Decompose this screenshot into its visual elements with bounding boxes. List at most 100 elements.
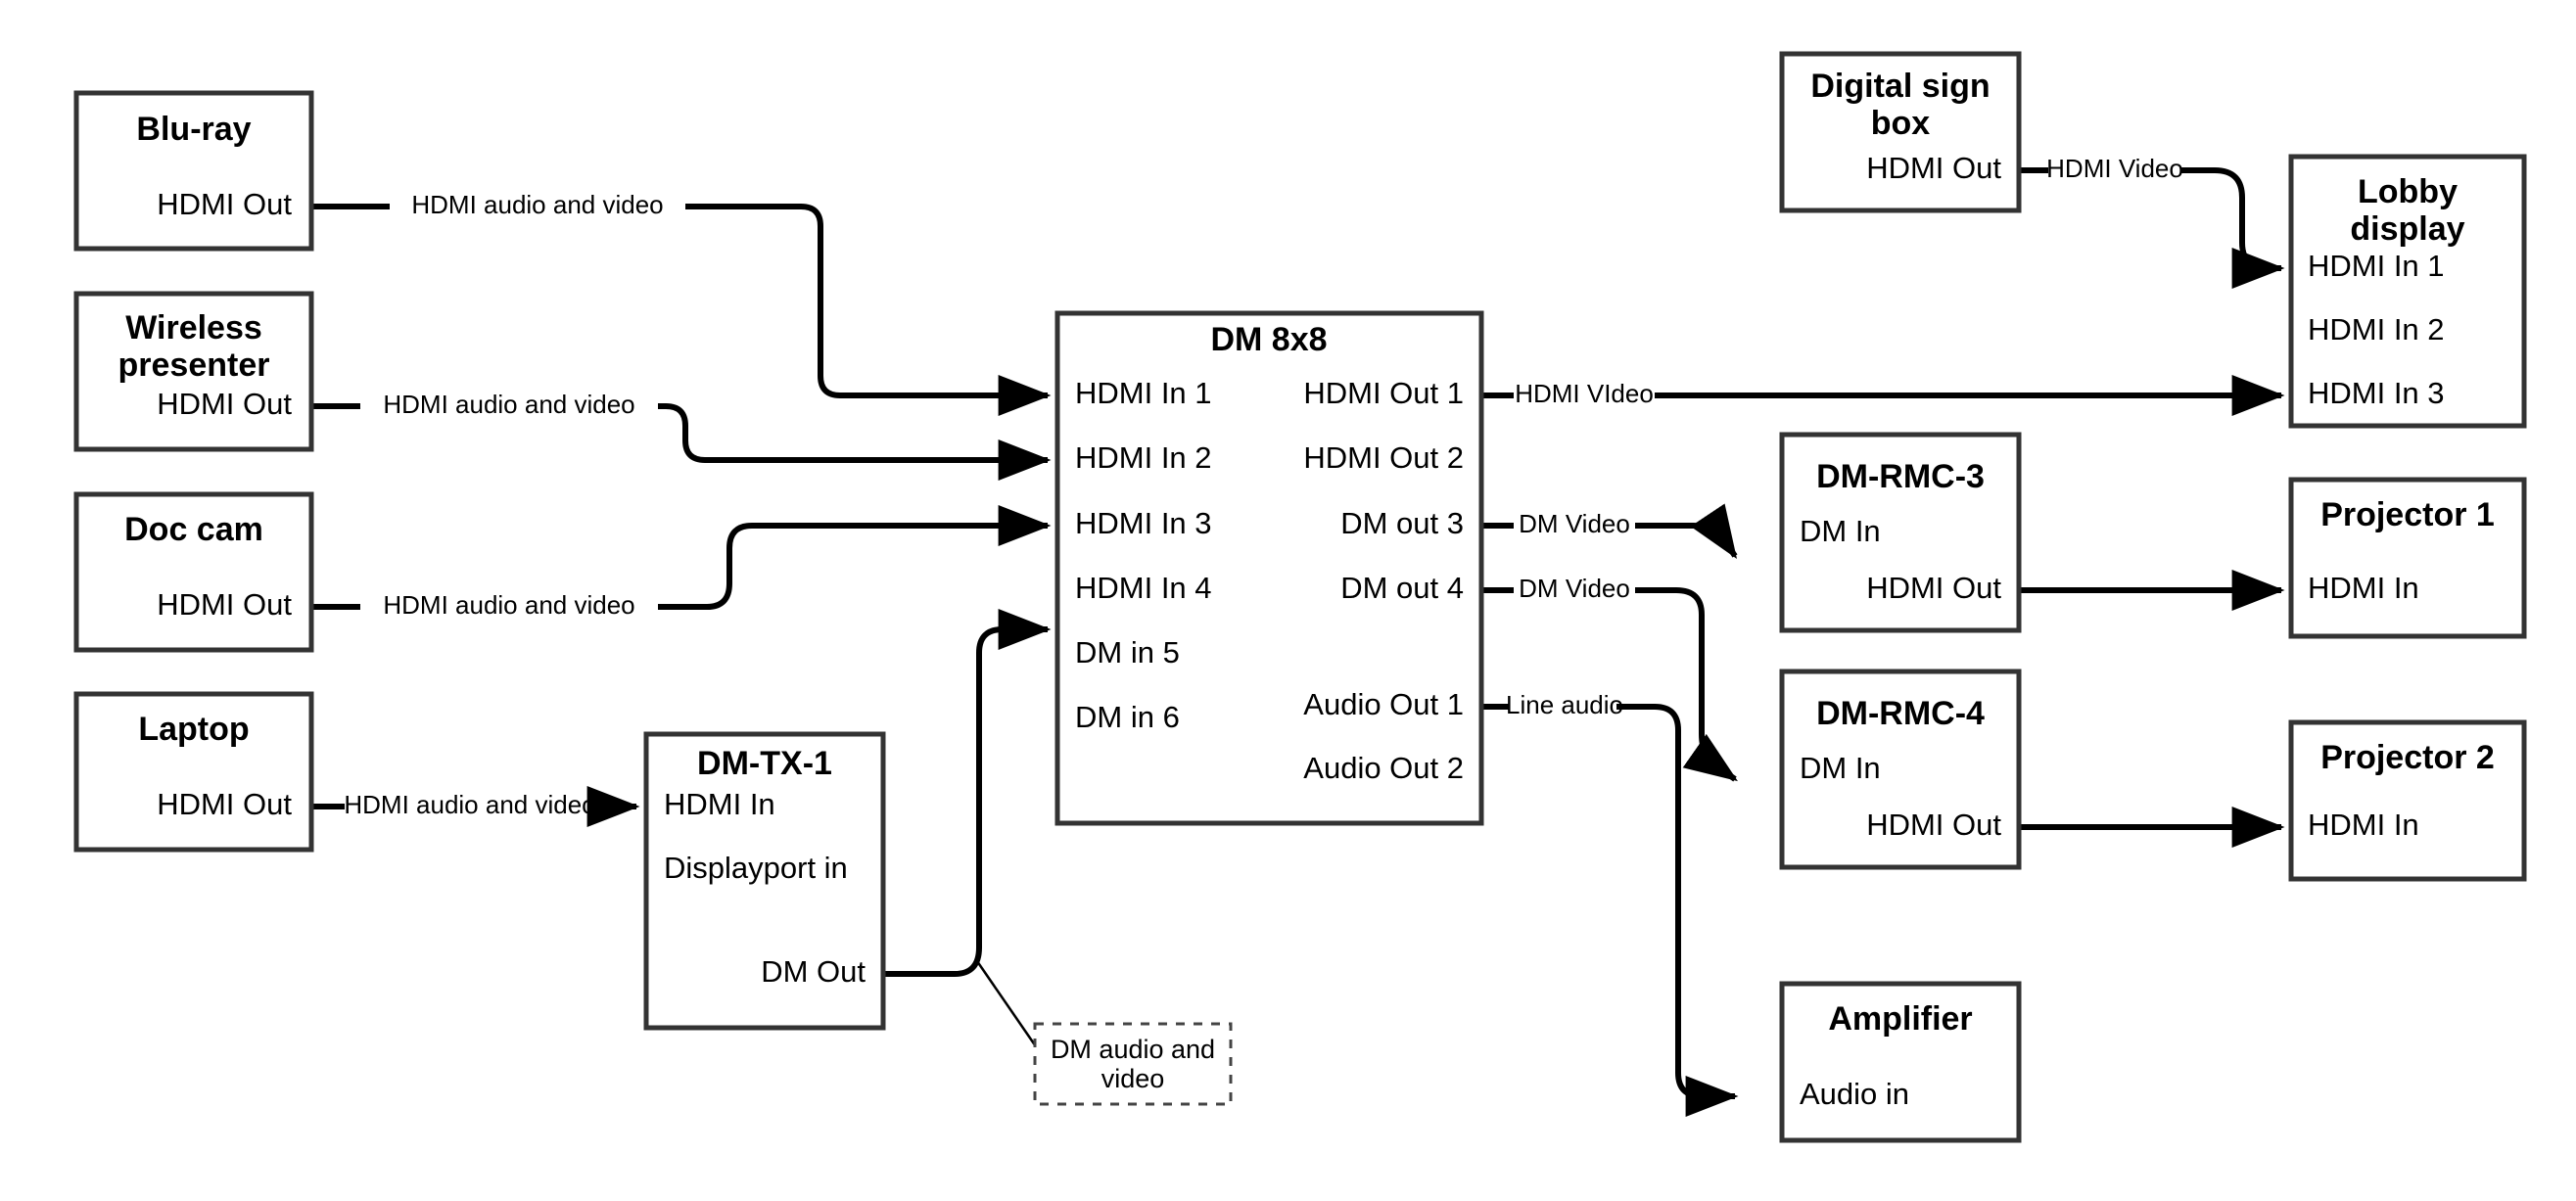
- device-projector-2[interactable]: Projector 2 HDMI In: [2288, 719, 2527, 882]
- port-dm-in-5[interactable]: DM in 5: [1075, 635, 1180, 670]
- device-box[interactable]: [73, 291, 314, 452]
- device-title-line1: Wireless: [125, 309, 262, 346]
- port-hdmi-out[interactable]: HDMI Out: [1866, 571, 2001, 605]
- connection-dmtx1-to-dm-in5: [883, 609, 1052, 1053]
- wire-segment: [1635, 587, 1738, 782]
- device-box[interactable]: [2288, 154, 2527, 429]
- port-hdmi-in-1[interactable]: HDMI In 1: [1075, 376, 1212, 410]
- device-title: Projector 1: [2320, 496, 2495, 533]
- device-projector-1[interactable]: Projector 1 HDMI In: [2288, 477, 2527, 639]
- connection-label-doccam: HDMI audio and video: [383, 590, 634, 620]
- port-hdmi-in[interactable]: HDMI In: [2308, 571, 2419, 605]
- device-title: Doc cam: [124, 511, 263, 548]
- device-box[interactable]: [73, 691, 314, 853]
- port-hdmi-in-2[interactable]: HDMI In 2: [1075, 440, 1212, 475]
- port-displayport-in[interactable]: Displayport in: [664, 851, 848, 885]
- connection-wireless-to-dm-in2: HDMI audio and video: [311, 390, 1052, 481]
- connection-dm-out3-to-rmc3: DM Video: [1481, 503, 1738, 559]
- connection-label-dm-video-4: DM Video: [1519, 574, 1630, 603]
- device-dm-rmc-3[interactable]: DM-RMC-3 DM In HDMI Out: [1779, 432, 2022, 633]
- wire-segment: [1616, 704, 1739, 1117]
- wire-segment: [685, 204, 1052, 416]
- device-wireless-presenter[interactable]: Wireless presenter HDMI Out: [73, 291, 314, 452]
- device-box[interactable]: [1779, 669, 2022, 870]
- device-title: Projector 2: [2320, 739, 2495, 776]
- port-hdmi-out[interactable]: HDMI Out: [157, 787, 292, 821]
- note-label-line2: video: [1101, 1064, 1165, 1093]
- device-doc-cam[interactable]: Doc cam HDMI Out: [73, 491, 314, 653]
- connection-label-hdmi-video-out1: HDMI VIdeo: [1515, 379, 1654, 408]
- connection-bluray-to-dm-in1: HDMI audio and video: [311, 190, 1052, 416]
- wire-segment: [658, 403, 1052, 481]
- port-hdmi-out-1[interactable]: HDMI Out 1: [1303, 376, 1464, 410]
- port-hdmi-in-1[interactable]: HDMI In 1: [2308, 249, 2445, 283]
- connection-label-line-audio: Line audio: [1506, 690, 1623, 719]
- port-hdmi-out-2[interactable]: HDMI Out 2: [1303, 440, 1464, 475]
- connection-label-wireless: HDMI audio and video: [383, 390, 634, 419]
- port-audio-out-2[interactable]: Audio Out 2: [1303, 751, 1464, 785]
- connection-dm-out4-to-rmc4: DM Video: [1481, 574, 1738, 782]
- wire-segment: [1635, 503, 1738, 559]
- device-dm-tx-1[interactable]: DM-TX-1 HDMI In Displayport in DM Out: [643, 731, 886, 1031]
- device-dm-8x8[interactable]: DM 8x8 HDMI In 1 HDMI In 2 HDMI In 3 HDM…: [1054, 310, 1484, 826]
- note-box: [1033, 1022, 1233, 1106]
- device-dm-rmc-4[interactable]: DM-RMC-4 DM In HDMI Out: [1779, 669, 2022, 870]
- device-box[interactable]: [1779, 432, 2022, 633]
- device-title: Amplifier: [1828, 1000, 1972, 1038]
- device-title: DM-RMC-4: [1816, 695, 1985, 732]
- port-dm-out[interactable]: DM Out: [761, 954, 866, 989]
- device-box[interactable]: [2288, 719, 2527, 882]
- port-hdmi-in[interactable]: HDMI In: [664, 787, 775, 821]
- note-leader-line: [975, 960, 1042, 1053]
- device-bluray[interactable]: Blu-ray HDMI Out: [73, 90, 314, 252]
- port-hdmi-in-2[interactable]: HDMI In 2: [2308, 312, 2445, 346]
- device-title: Blu-ray: [136, 111, 251, 148]
- port-hdmi-in[interactable]: HDMI In: [2308, 808, 2419, 842]
- connection-label-hdmi-video-sign: HDMI Video: [2046, 154, 2183, 183]
- device-title-line2: display: [2350, 210, 2464, 248]
- port-dm-out-3[interactable]: DM out 3: [1340, 506, 1464, 540]
- device-box[interactable]: [2288, 477, 2527, 639]
- port-dm-out-4[interactable]: DM out 4: [1340, 571, 1464, 605]
- port-hdmi-out[interactable]: HDMI Out: [157, 387, 292, 421]
- device-digital-sign-box[interactable]: Digital sign box HDMI Out: [1779, 51, 2022, 213]
- connection-doccam-to-dm-in3: HDMI audio and video: [311, 505, 1052, 620]
- device-laptop[interactable]: Laptop HDMI Out: [73, 691, 314, 853]
- wire-segment: [658, 505, 1052, 610]
- port-audio-out-1[interactable]: Audio Out 1: [1303, 687, 1464, 721]
- connection-label-laptop: HDMI audio and video: [344, 790, 595, 819]
- port-hdmi-out[interactable]: HDMI Out: [157, 587, 292, 622]
- device-title-line1: Digital sign: [1810, 68, 1990, 105]
- connection-label-dm-video-3: DM Video: [1519, 509, 1630, 538]
- connection-dm-hdmiout1-to-lobby3: HDMI VIdeo: [1481, 375, 2285, 416]
- port-hdmi-in-3[interactable]: HDMI In 3: [1075, 506, 1212, 540]
- device-box[interactable]: [1779, 981, 2022, 1143]
- device-box[interactable]: [73, 90, 314, 252]
- port-hdmi-out[interactable]: HDMI Out: [1866, 808, 2001, 842]
- device-box[interactable]: [1779, 51, 2022, 213]
- device-box[interactable]: [1054, 310, 1484, 826]
- connection-dm-audioout1-to-amp: Line audio: [1481, 690, 1739, 1117]
- device-title: DM 8x8: [1210, 321, 1327, 358]
- device-title-line2: box: [1871, 105, 1931, 142]
- port-hdmi-in-4[interactable]: HDMI In 4: [1075, 571, 1212, 605]
- device-amplifier[interactable]: Amplifier Audio in: [1779, 981, 2022, 1143]
- connection-signbox-to-lobby1: HDMI Video: [2019, 154, 2285, 289]
- port-dm-in-6[interactable]: DM in 6: [1075, 700, 1180, 734]
- device-box[interactable]: [643, 731, 886, 1031]
- connection-laptop-to-dmtx1: HDMI audio and video: [311, 786, 640, 827]
- wire-segment: [2181, 167, 2285, 289]
- port-dm-in[interactable]: DM In: [1800, 751, 1881, 785]
- device-title-line1: Lobby: [2358, 173, 2458, 210]
- device-box[interactable]: [73, 491, 314, 653]
- connection-label-bluray: HDMI audio and video: [411, 190, 663, 219]
- port-hdmi-in-3[interactable]: HDMI In 3: [2308, 376, 2445, 410]
- port-hdmi-out[interactable]: HDMI Out: [1866, 151, 2001, 185]
- device-title: DM-RMC-3: [1816, 458, 1985, 495]
- port-hdmi-out[interactable]: HDMI Out: [157, 187, 292, 221]
- port-audio-in[interactable]: Audio in: [1800, 1077, 1909, 1111]
- port-dm-in[interactable]: DM In: [1800, 514, 1881, 548]
- note-dm-audio-and-video: DM audio and video: [1033, 1022, 1233, 1106]
- device-lobby-display[interactable]: Lobby display HDMI In 1 HDMI In 2 HDMI I…: [2288, 154, 2527, 429]
